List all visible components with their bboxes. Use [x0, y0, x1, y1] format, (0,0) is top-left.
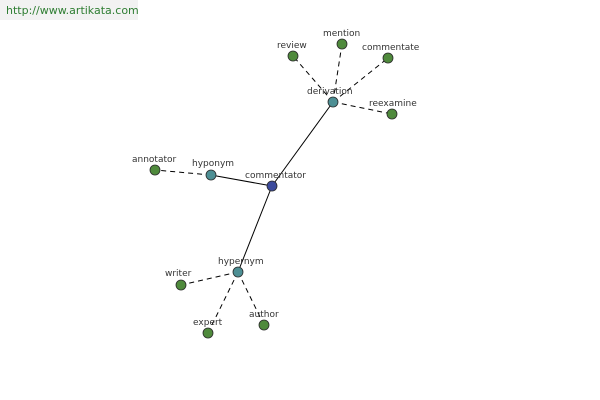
nodes-layer: [149, 38, 398, 339]
edge-commentator-hyponym: [210, 174, 273, 187]
node-label-expert: expert: [193, 318, 223, 328]
node-review[interactable]: [287, 50, 299, 62]
edge-derivation-reexamine: [332, 101, 393, 115]
node-label-review: review: [277, 41, 307, 51]
node-hyponym[interactable]: [205, 169, 217, 181]
node-commentate[interactable]: [382, 52, 394, 64]
node-label-annotator: annotator: [132, 155, 177, 165]
node-label-commentate: commentate: [362, 43, 420, 53]
node-mention[interactable]: [336, 38, 348, 50]
node-label-derivation: derivation: [307, 87, 353, 97]
node-label-writer: writer: [165, 269, 192, 279]
node-label-author: author: [249, 310, 279, 320]
node-label-reexamine: reexamine: [369, 99, 417, 109]
node-expert[interactable]: [202, 327, 214, 339]
edge-derivation-commentate: [332, 57, 389, 103]
node-derivation[interactable]: [327, 96, 339, 108]
node-annotator[interactable]: [149, 164, 161, 176]
node-label-hyponym: hyponym: [192, 159, 234, 169]
edge-commentator-derivation: [271, 101, 334, 187]
edges-layer: [154, 43, 393, 334]
node-label-mention: mention: [323, 29, 360, 39]
node-hypernym[interactable]: [232, 266, 244, 278]
edge-hyponym-annotator: [154, 169, 212, 176]
source-url: http://www.artikata.com: [6, 3, 139, 17]
edge-hypernym-writer: [180, 271, 239, 286]
edge-hypernym-author: [237, 271, 265, 326]
node-author[interactable]: [258, 319, 270, 331]
edge-commentator-hypernym: [237, 185, 273, 273]
node-label-hypernym: hypernym: [218, 257, 264, 267]
node-commentator[interactable]: [266, 180, 278, 192]
labels-layer: commentator derivation hyponym hypernym revi…: [132, 29, 420, 328]
edge-derivation-mention: [332, 43, 343, 103]
node-reexamine[interactable]: [386, 108, 398, 120]
edge-derivation-review: [292, 55, 334, 103]
node-label-commentator: commentator: [245, 171, 306, 181]
source-url-badge: http://www.artikata.com: [0, 0, 139, 20]
edge-hypernym-expert: [207, 271, 239, 334]
node-writer[interactable]: [175, 279, 187, 291]
